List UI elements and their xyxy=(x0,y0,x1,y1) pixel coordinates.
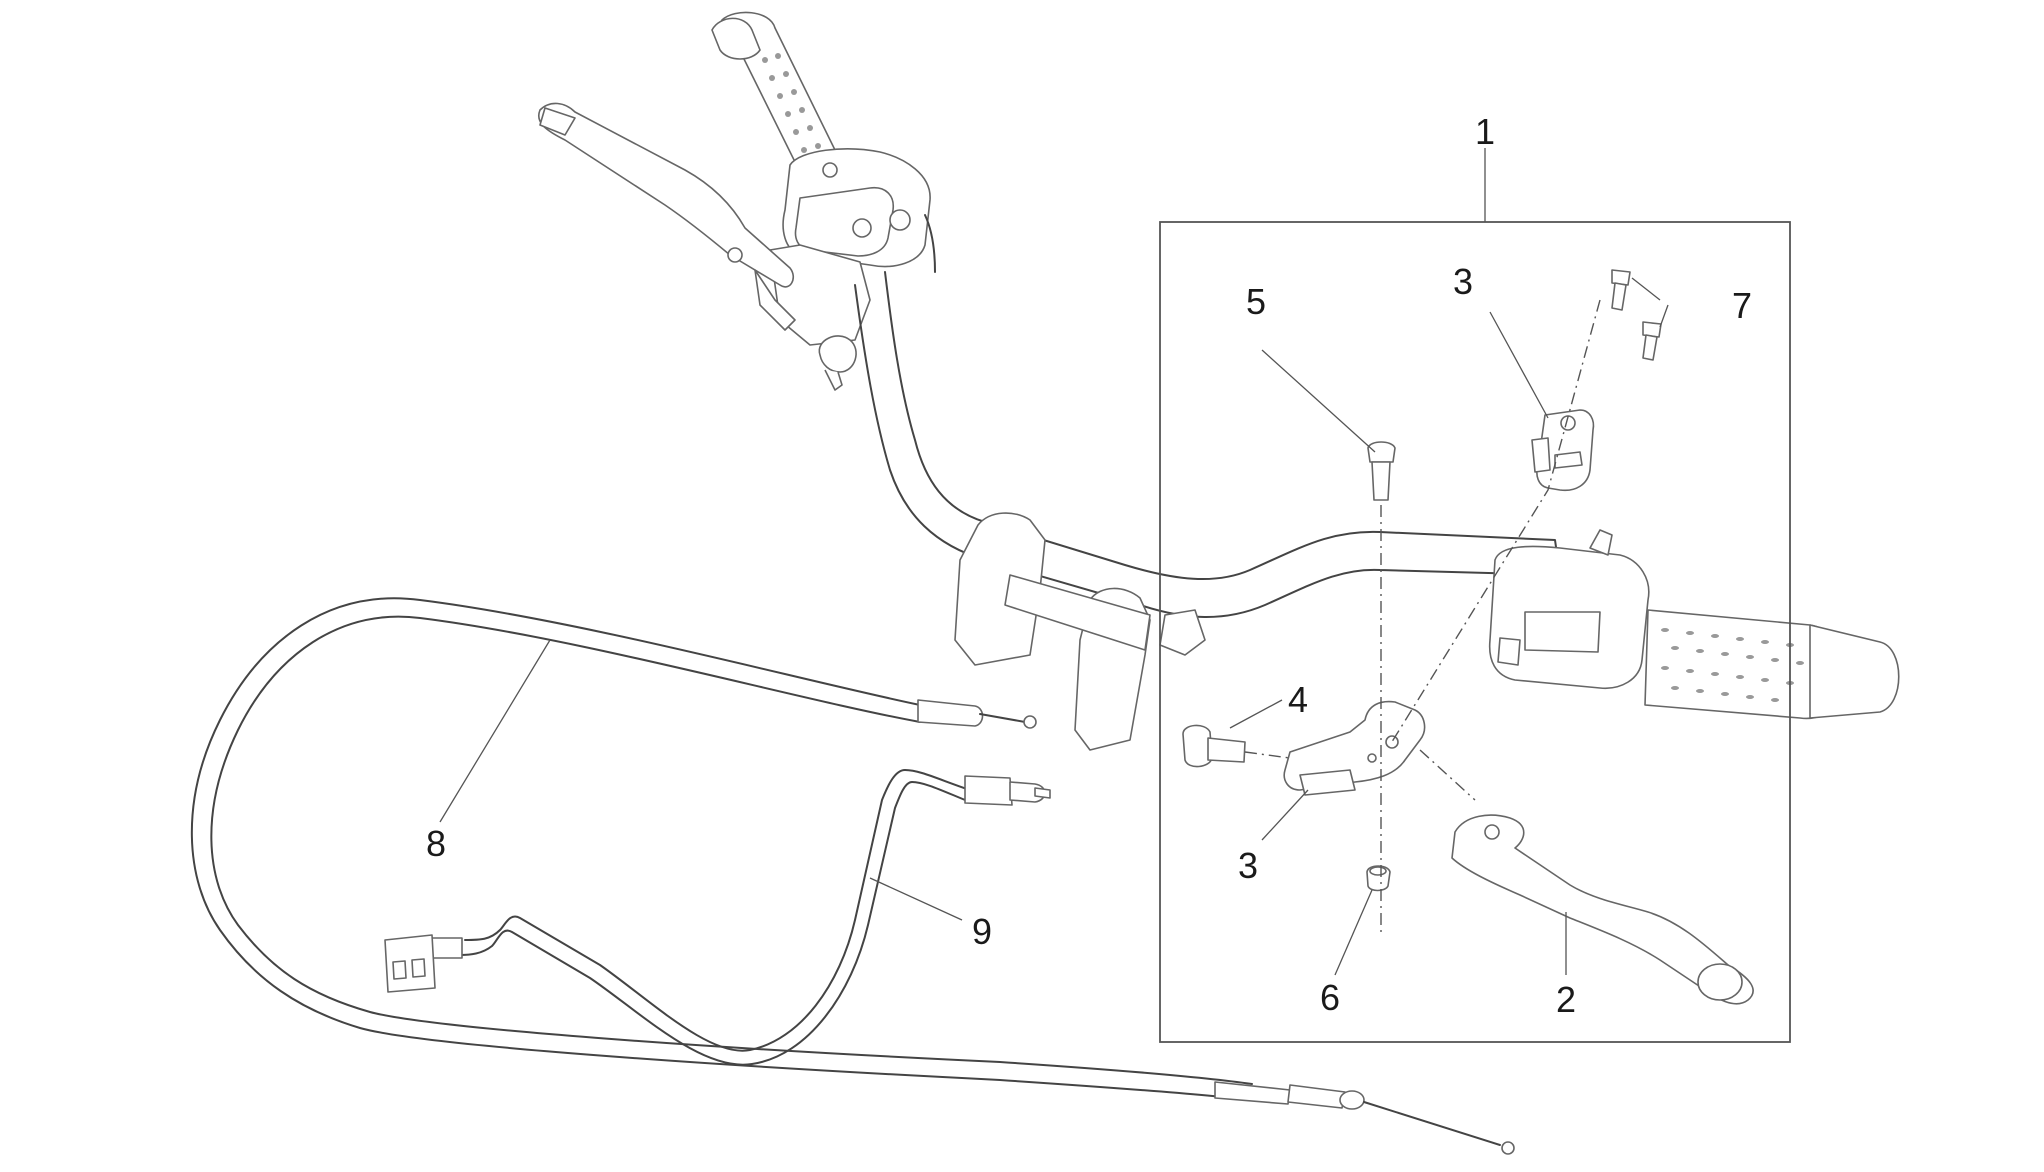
callout-1: 1 xyxy=(1475,111,1495,152)
left-grip xyxy=(711,11,837,175)
right-grip xyxy=(1644,609,1900,720)
callout-labels: 1 2 3 3 4 5 6 7 8 9 xyxy=(426,111,1752,1020)
callout-6: 6 xyxy=(1320,977,1340,1018)
assembly-axis-lines xyxy=(1244,299,1601,935)
part-9-cable xyxy=(384,769,1051,1066)
part-4-pivot xyxy=(1182,724,1246,768)
handlebar-clamps xyxy=(954,512,1206,751)
callout-8: 8 xyxy=(426,823,446,864)
right-switch-housing xyxy=(1488,529,1650,689)
left-brake-lever xyxy=(538,102,796,331)
part-3-lower-bracket xyxy=(1283,700,1426,796)
part-2-lever xyxy=(1451,814,1754,1005)
part-6-nut xyxy=(1366,865,1391,892)
callout-4: 4 xyxy=(1288,679,1308,720)
left-master-cylinder xyxy=(769,148,931,391)
kit-frame xyxy=(1159,221,1791,1043)
callout-5: 5 xyxy=(1246,281,1266,322)
leader-lines xyxy=(439,277,1669,976)
part-7-screws xyxy=(1611,269,1662,361)
callout-3-upper: 3 xyxy=(1453,261,1473,302)
callout-3-lower: 3 xyxy=(1238,845,1258,886)
part-8-cable xyxy=(190,597,1515,1155)
part-3-upper-clamp xyxy=(1531,409,1595,492)
callout-2: 2 xyxy=(1556,979,1576,1020)
callout-7: 7 xyxy=(1732,285,1752,326)
callout-9: 9 xyxy=(972,911,992,952)
part-5-screw xyxy=(1367,441,1396,501)
